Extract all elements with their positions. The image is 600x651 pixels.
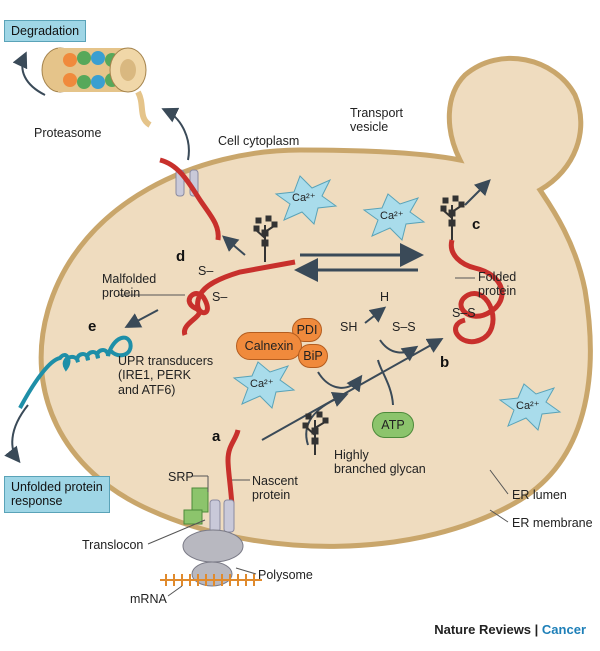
atp-arrow: [377, 359, 394, 406]
ss-label-reaction: S–S: [392, 320, 416, 334]
cell-cytoplasm-label: Cell cytoplasm: [218, 134, 300, 148]
journal-name: Nature Reviews: [434, 622, 532, 637]
calcium-label-4: Ca²⁺: [516, 400, 540, 412]
proteasome-label: Proteasome: [34, 126, 102, 140]
chaperone-arrow: [317, 371, 363, 393]
calcium-label-3: Ca²⁺: [250, 378, 274, 390]
h-label: H: [380, 290, 390, 304]
nascent-protein-label: Nascent protein: [252, 474, 298, 503]
retrotranslocation-arrow: [161, 107, 190, 161]
to-vesicle-arrow: [464, 179, 491, 206]
degradation-arrow: [12, 51, 46, 96]
bip-chaperone: BiP: [298, 344, 328, 368]
er-lumen-shape: [38, 55, 593, 549]
sh-label: SH: [340, 320, 358, 334]
journal-section: Cancer: [541, 622, 586, 637]
calcium-label-1: Ca²⁺: [292, 192, 316, 204]
glycan-arrow: [305, 392, 349, 446]
glycan-branched: [302, 411, 329, 455]
step-d-label: d: [176, 248, 186, 265]
disulfide-arrow: [379, 339, 419, 362]
ss-label-folded: S–S: [452, 306, 476, 320]
highly-branched-glycan-label: Highly branched glycan: [334, 448, 426, 477]
er-membrane-label: ER membrane: [512, 516, 593, 530]
upr-response-arrow: [4, 404, 29, 464]
s-minus-label-2: S–: [212, 290, 228, 304]
s-minus-label-1: S–: [198, 264, 214, 278]
transport-vesicle-label: Transport vesicle: [350, 106, 404, 135]
journal-credit: Nature Reviews | Cancer: [434, 622, 586, 637]
calcium-star-3: [232, 361, 296, 409]
folded-protein-label: Folded protein: [478, 270, 517, 299]
sh-to-h-arrow: [364, 306, 387, 324]
nascent-protein-chain: [225, 429, 241, 506]
malfolded-protein-chain: [182, 259, 296, 336]
er-lumen-label: ER lumen: [512, 488, 567, 502]
glycan-malfolded: [253, 215, 278, 262]
glycan-folded: [440, 195, 465, 240]
upr-transducer-graphic: [18, 335, 133, 409]
malfolded-protein-label: Malfolded protein: [102, 272, 157, 301]
step-a-label: a: [212, 428, 221, 445]
to-cytoplasm-arrow: [221, 235, 246, 256]
mrna-label: mRNA: [130, 592, 167, 606]
srp-graphic: [183, 487, 209, 525]
leader-lines: [118, 277, 509, 597]
step-e-label: e: [88, 318, 97, 335]
degrading-protein-chain: [159, 157, 221, 241]
upr-transducers-label: UPR transducers (IRE1, PERK and ATF6): [118, 354, 214, 397]
calcium-star-2: [362, 193, 426, 241]
translocon-graphic: [209, 499, 235, 533]
step-b-label: b: [440, 354, 450, 371]
degradation-label: Degradation: [4, 20, 87, 43]
calcium-label-2: Ca²⁺: [380, 210, 404, 222]
mrna-graphic: [160, 574, 262, 586]
calcium-star-1: [274, 175, 338, 225]
proteasome-graphic: [41, 47, 152, 128]
translocon-label: Translocon: [82, 538, 144, 552]
polysome-label: Polysome: [258, 568, 313, 582]
unfolded-protein-response-label: Unfolded protein response: [4, 476, 110, 513]
to-upr-arrow: [124, 309, 159, 328]
folded-protein-chain: [448, 239, 505, 345]
atp-molecule: ATP: [372, 412, 414, 438]
journal-separator: |: [531, 622, 542, 637]
calnexin-chaperone: Calnexin: [236, 332, 302, 360]
pdi-chaperone: PDI: [292, 318, 322, 342]
srp-label: SRP: [168, 470, 194, 484]
step-c-label: c: [472, 216, 481, 233]
calcium-star-4: [498, 383, 562, 431]
